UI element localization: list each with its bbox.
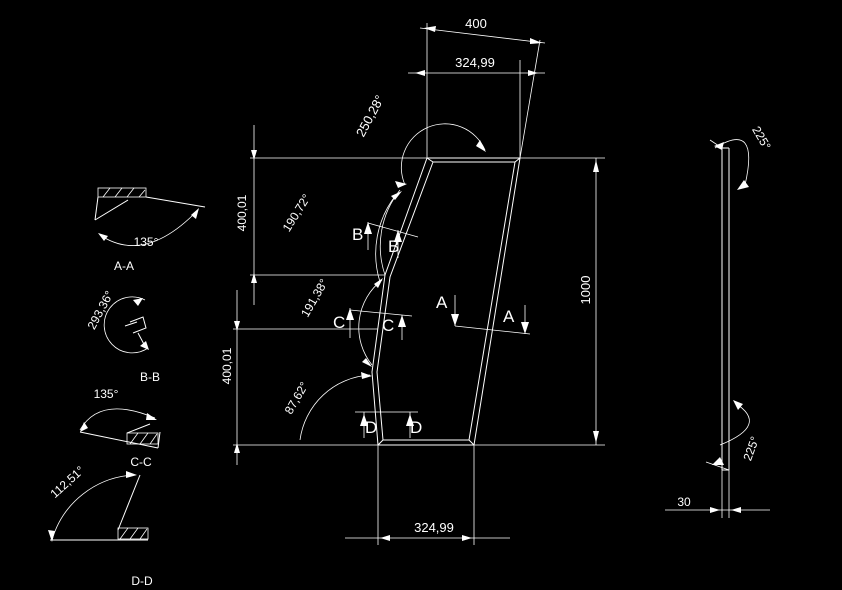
- dim-top-324-label: 324,99: [455, 55, 495, 70]
- dimension-left-lower-400: 400,01: [220, 290, 378, 465]
- angle-190-label: 190,72°: [280, 191, 314, 234]
- marker-b-right: B: [388, 237, 399, 256]
- section-b-b-angle: 293,36°: [85, 288, 117, 331]
- side-view: 225° 225° 30: [665, 124, 774, 518]
- section-a-a-label: A-A: [114, 259, 134, 273]
- dimension-height-1000: 1000: [474, 157, 605, 446]
- angle-arc-87: 87,62°: [282, 372, 372, 441]
- section-marker-b: B B: [352, 222, 419, 258]
- marker-c-left: C: [333, 313, 345, 332]
- marker-d-left: D: [365, 418, 377, 437]
- section-d-d: 112,51° D-D: [48, 463, 153, 588]
- marker-d-right: D: [410, 418, 422, 437]
- dimension-left-upper-400: 400,01: [235, 125, 427, 305]
- section-d-d-label: D-D: [131, 574, 153, 588]
- marker-c-right: C: [382, 316, 394, 335]
- dim-bottom-324-label: 324,99: [414, 520, 454, 535]
- section-c-c-angle: 135°: [94, 387, 119, 401]
- dim-left-upper-label: 400,01: [235, 194, 249, 231]
- marker-a-left: A: [436, 293, 448, 312]
- angle-arc-250: 250,28°: [353, 93, 486, 188]
- section-a-a-angle: 135°: [134, 235, 159, 249]
- dim-top-400-label: 400: [465, 16, 487, 31]
- side-angle-225-bottom: 225°: [740, 434, 762, 462]
- section-b-b-label: B-B: [140, 370, 160, 384]
- angle-arc-190: 190,72°: [280, 189, 402, 283]
- side-angle-225-top: 225°: [749, 124, 774, 153]
- side-dim-30-label: 30: [677, 495, 691, 509]
- section-marker-d: D D: [355, 411, 422, 438]
- angle-191-label: 191,38°: [298, 276, 331, 319]
- section-b-b: 293,36° B-B: [85, 288, 160, 384]
- section-c-c: 135° C-C: [79, 387, 161, 469]
- section-c-c-label: C-C: [130, 455, 152, 469]
- dim-height-1000-label: 1000: [578, 276, 593, 305]
- dimension-top-400: 400: [419, 16, 546, 159]
- marker-a-right: A: [503, 307, 515, 326]
- section-a-a: 135° A-A: [94, 187, 206, 273]
- section-marker-a: A A: [436, 293, 531, 335]
- marker-b-left: B: [352, 225, 363, 244]
- dimension-top-324: 324,99: [408, 55, 545, 158]
- angle-87-label: 87,62°: [282, 379, 312, 416]
- angle-250-label: 250,28°: [353, 93, 387, 140]
- dim-left-lower-label: 400,01: [220, 347, 234, 384]
- dimension-bottom-324: 324,99: [345, 445, 510, 545]
- section-marker-c: C C: [333, 308, 413, 340]
